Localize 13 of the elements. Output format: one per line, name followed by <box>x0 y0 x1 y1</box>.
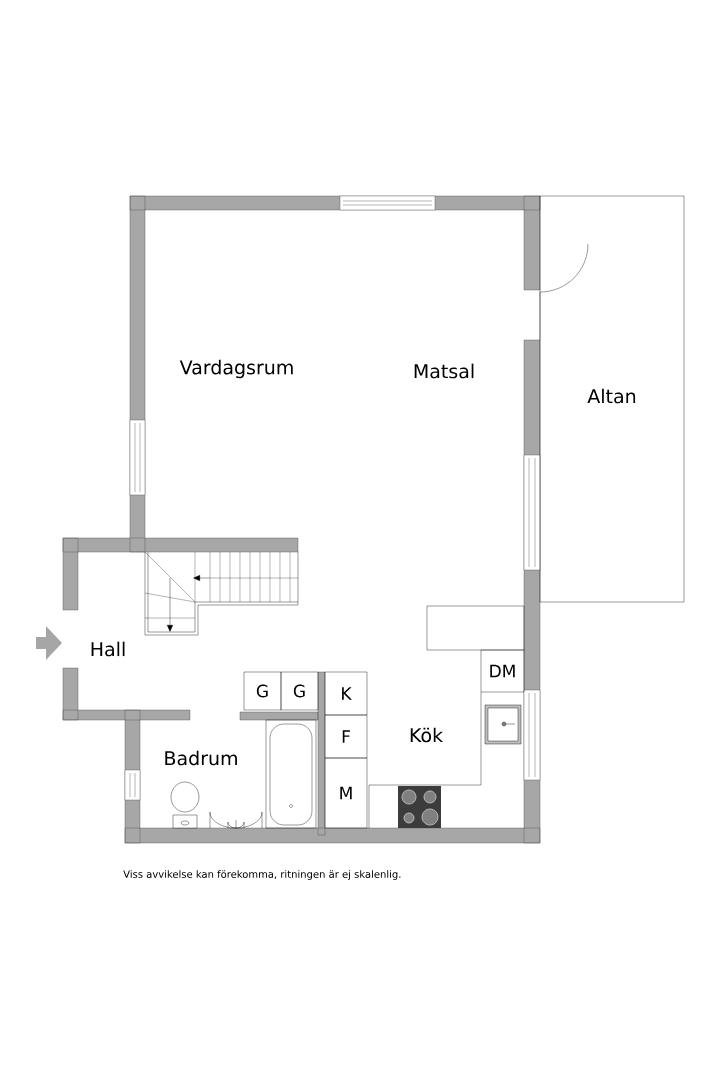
appliance-box: G <box>280 671 319 711</box>
room-label: Matsal <box>414 363 474 379</box>
appliance-box: K <box>324 671 368 716</box>
caption: Viss avvikelse kan förekomma, ritningen är ej skalenlig. <box>123 870 401 880</box>
appliance-box: DM <box>480 649 525 693</box>
room-label: Vardagsrum <box>179 359 293 379</box>
room-label: Hall <box>91 641 125 657</box>
room-label: Kök <box>410 727 444 743</box>
room-label: Badrum <box>165 750 237 766</box>
appliance-box: M <box>324 757 368 829</box>
appliance-box: G <box>243 671 282 711</box>
appliance-box: F <box>324 714 368 759</box>
room-label: Altan <box>587 388 636 404</box>
